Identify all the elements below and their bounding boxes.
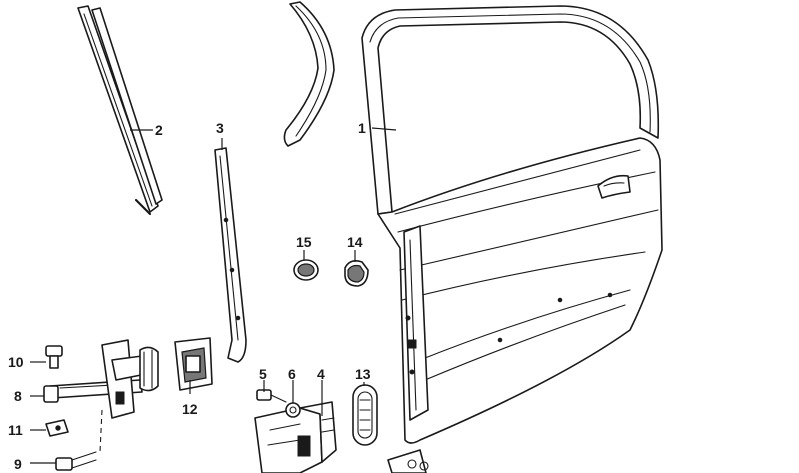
part-13-grommet[interactable]: [352, 384, 378, 446]
part-15-plug[interactable]: [293, 259, 319, 281]
bottom-lock-plate[interactable]: [387, 449, 429, 473]
part-1-rear-door[interactable]: [361, 5, 663, 444]
part-2-window-channel[interactable]: [77, 5, 163, 216]
callout-6: 6: [288, 366, 296, 382]
callout-1: 1: [358, 120, 366, 136]
callout-8: 8: [14, 388, 22, 404]
callout-2: 2: [155, 122, 163, 138]
part-3-vertical-seal[interactable]: [214, 147, 247, 363]
part-12-check-plate[interactable]: [174, 337, 213, 391]
part-7-check-bracket[interactable]: [101, 339, 159, 419]
callout-11: 11: [8, 422, 23, 438]
callout-9: 9: [14, 456, 22, 472]
callout-12: 12: [182, 401, 198, 417]
callout-13: 13: [355, 366, 371, 382]
part-5-bolt[interactable]: [256, 389, 287, 403]
callout-4: 4: [317, 366, 325, 382]
upper-arch-seal[interactable]: [283, 1, 335, 147]
leader-lines: [30, 127, 397, 464]
callout-15: 15: [296, 234, 312, 250]
callout-3: 3: [216, 120, 224, 136]
callout-10: 10: [8, 354, 24, 370]
callout-14: 14: [347, 234, 363, 250]
callout-5: 5: [259, 366, 267, 382]
part-9-screw[interactable]: [55, 451, 97, 471]
callout-labels: 1 2 3 4 5 6 8 9 10 11 12 13 14 15: [8, 120, 371, 472]
part-14-oval-plug[interactable]: [344, 260, 369, 287]
part-11-clip[interactable]: [45, 419, 69, 437]
part-10-bolt[interactable]: [45, 345, 63, 369]
part-6-washer[interactable]: [285, 402, 301, 418]
